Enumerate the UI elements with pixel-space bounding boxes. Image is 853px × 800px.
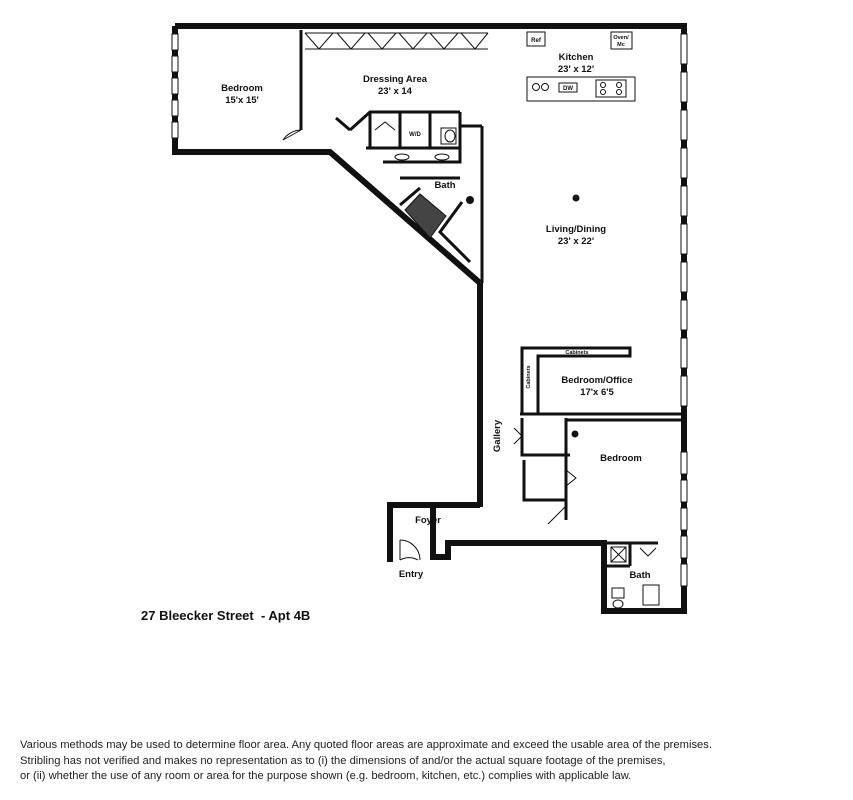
wd-label: W/D bbox=[409, 132, 421, 138]
kitchen-dims: 23' x 12' bbox=[558, 64, 594, 75]
cabinets-side-label: Cabinets bbox=[526, 365, 532, 388]
gallery-label: Gallery bbox=[492, 419, 503, 452]
bath2-fixtures bbox=[610, 546, 660, 609]
bedroom1-name: Bedroom bbox=[221, 83, 263, 94]
disclaimer-line-1: Various methods may be used to determine… bbox=[20, 739, 712, 751]
bedroom-light bbox=[571, 430, 579, 438]
entry-name: Entry bbox=[399, 569, 424, 580]
bedroom1-dims: 15'x 15' bbox=[225, 95, 259, 106]
address-caption: 27 Bleecker Street - Apt 4B bbox=[141, 608, 311, 623]
dw-label: DW bbox=[563, 86, 573, 92]
closet-doors bbox=[282, 32, 657, 561]
bath1-fixtures bbox=[374, 121, 474, 204]
office-dims: 17'x 6'5 bbox=[580, 387, 614, 398]
office-name: Bedroom/Office bbox=[561, 375, 632, 386]
bath1-name: Bath bbox=[434, 180, 455, 191]
disclaimer-line-3: or (ii) whether the use of any room or a… bbox=[20, 770, 632, 782]
kitchen-appliances bbox=[526, 31, 636, 102]
cabinets-top-label: Cabinets bbox=[565, 350, 588, 356]
window-left bbox=[171, 33, 179, 139]
window-right bbox=[680, 33, 688, 587]
kitchen-name: Kitchen bbox=[559, 52, 594, 63]
shower-shaded bbox=[404, 193, 447, 239]
bedroom2-name: Bedroom bbox=[600, 453, 642, 464]
interior-walls bbox=[299, 30, 684, 568]
oven-label: Oven/ bbox=[613, 35, 629, 41]
dressing-name: Dressing Area bbox=[363, 74, 428, 85]
living-light bbox=[572, 194, 580, 202]
dressing-dims: 23' x 14 bbox=[378, 86, 413, 97]
foyer-name: Foyer bbox=[415, 515, 441, 526]
disclaimer: Various methods may be used to determine… bbox=[20, 738, 840, 785]
living-dims: 23' x 22' bbox=[558, 236, 594, 247]
living-name: Living/Dining bbox=[546, 224, 606, 235]
ref-label: Ref bbox=[531, 38, 542, 44]
bath2-name: Bath bbox=[629, 570, 650, 581]
mc-label: Mc bbox=[617, 42, 625, 48]
disclaimer-line-2: Stribling has not verified and makes no … bbox=[20, 754, 666, 767]
